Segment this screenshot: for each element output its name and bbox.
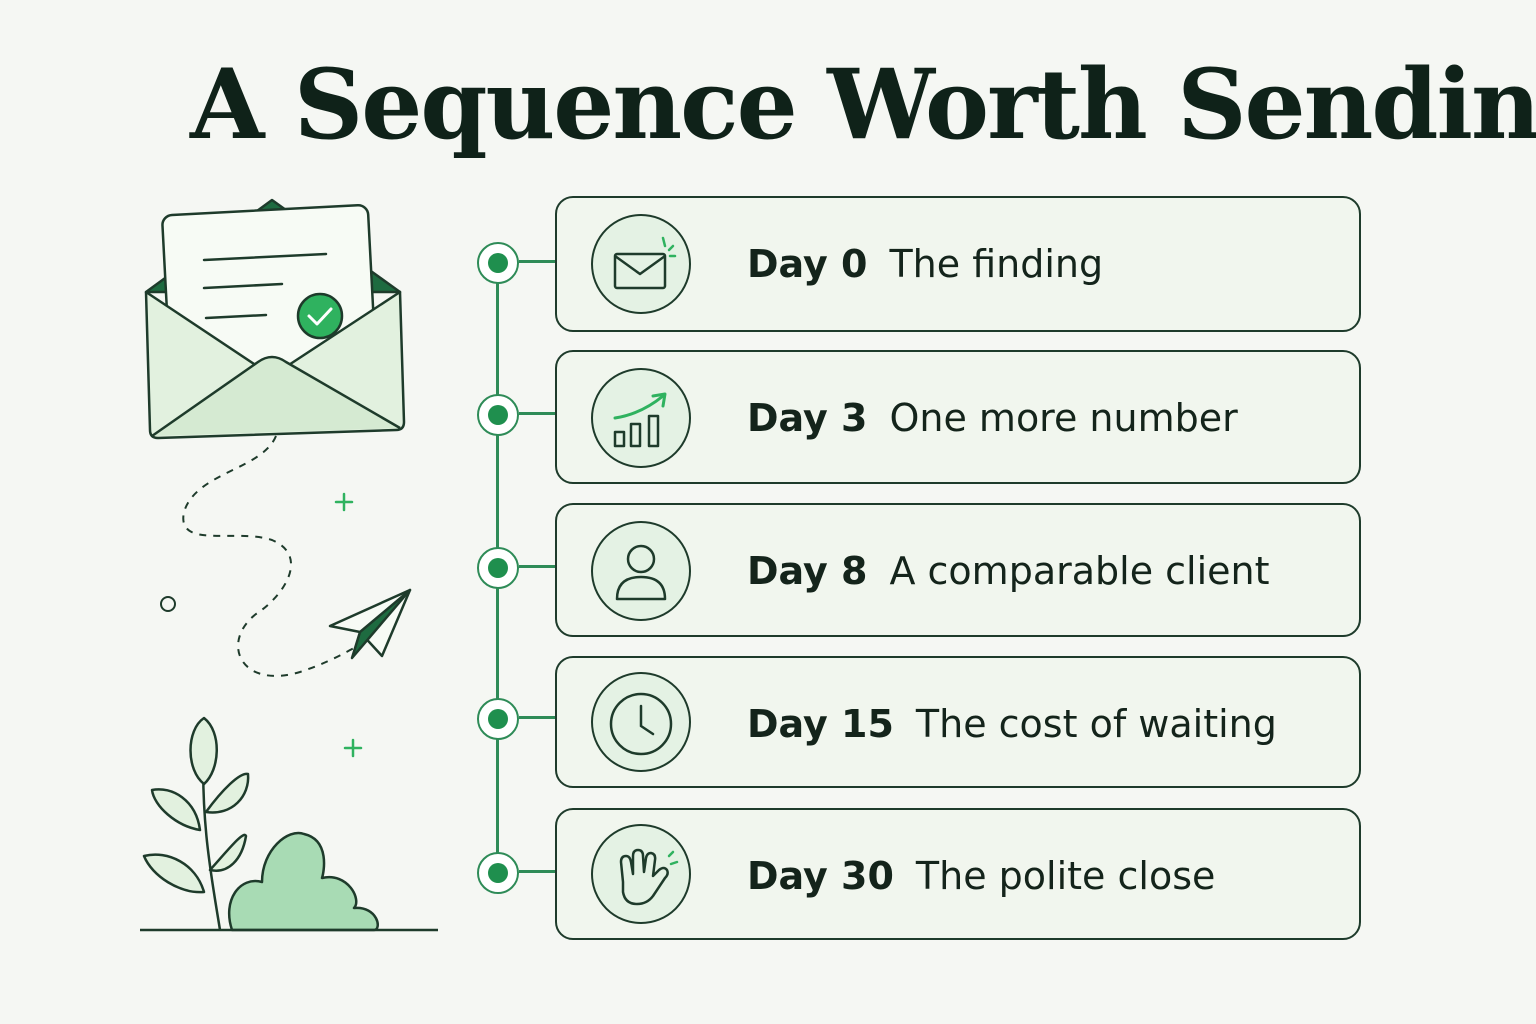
waving-hand-icon (591, 824, 691, 924)
step-label: The cost of waiting (915, 702, 1277, 746)
step-label: One more number (889, 396, 1238, 440)
sparkle-icon (334, 492, 363, 758)
bush-icon (227, 831, 379, 932)
plant-icon (142, 716, 250, 931)
timeline-node (477, 547, 519, 589)
timeline-connector (519, 412, 556, 415)
clock-icon (591, 672, 691, 772)
step-label: The finding (889, 242, 1104, 286)
step-card: Day 15 The cost of waiting (555, 656, 1361, 788)
timeline-node (477, 698, 519, 740)
timeline-node (477, 852, 519, 894)
timeline-node (477, 394, 519, 436)
step-day: Day 8 (747, 549, 868, 593)
timeline-connector (519, 716, 556, 719)
step-card: Day 30 The polite close (555, 808, 1361, 940)
page-title: A Sequence Worth Sending (190, 48, 1536, 161)
timeline-connector (519, 260, 556, 263)
step-day: Day 15 (747, 702, 894, 746)
timeline-node (477, 242, 519, 284)
step-card: Day 3 One more number (555, 350, 1361, 484)
timeline-connector (519, 870, 556, 873)
step-day: Day 30 (747, 854, 894, 898)
envelope-icon (591, 214, 691, 314)
timeline-connector (519, 565, 556, 568)
step-card: Day 8 A comparable client (555, 503, 1361, 637)
dashed-flight-path (182, 435, 355, 677)
paper-plane-icon (328, 588, 412, 660)
check-badge-icon (296, 292, 344, 340)
small-circle-decoration (160, 596, 176, 612)
step-label: The polite close (915, 854, 1216, 898)
illustration (140, 198, 438, 932)
step-label: A comparable client (889, 549, 1270, 593)
step-card: Day 0 The finding (555, 196, 1361, 332)
step-day: Day 3 (747, 396, 868, 440)
open-envelope-icon (144, 198, 406, 440)
person-icon (591, 521, 691, 621)
step-day: Day 0 (747, 242, 868, 286)
growth-chart-icon (591, 368, 691, 468)
